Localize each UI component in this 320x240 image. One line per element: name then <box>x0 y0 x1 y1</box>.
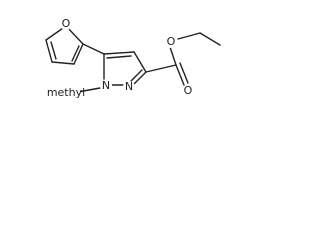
bond-n1-methyl <box>77 87 101 93</box>
bond-furan-pyrazole <box>82 43 105 55</box>
bond-carbonyl-o-single <box>169 46 177 66</box>
bond-o-ch2 <box>177 32 201 40</box>
pyrazole-n2-text: N <box>125 80 133 93</box>
bond-ch2-ch3 <box>199 32 221 46</box>
pyrazole-n1-text: N <box>102 79 110 92</box>
atom-label-pyrazole-n1: N <box>100 79 112 92</box>
furan-oxygen-text: O <box>62 17 71 30</box>
furan-bond-c4-c5 <box>45 39 53 63</box>
atom-label-ester-double-oxygen: O <box>182 84 194 97</box>
ester-group <box>145 32 221 86</box>
furan-bond-c2-c3 <box>73 43 84 65</box>
furan-bond-c2-c3-inner <box>71 45 80 62</box>
pyrazole-bond-c3-n2 <box>132 71 147 86</box>
bond-carbonyl-o-double-inner <box>179 62 189 84</box>
atom-label-pyrazole-n2: N <box>123 80 135 93</box>
pyrazole-ring <box>103 51 147 86</box>
molecule-structure: O O O N N methyl <box>45 17 221 99</box>
furan-ring <box>45 25 84 65</box>
bond-c3-carbonyl <box>145 64 177 73</box>
pyrazole-bond-c5-c4 <box>103 51 135 55</box>
pyrazole-bond-c5-c4-inner <box>106 55 132 59</box>
ester-single-oxygen-text: O <box>167 35 176 48</box>
pyrazole-bond-c4-c3 <box>133 51 147 73</box>
bond-carbonyl-o-double <box>175 64 185 86</box>
furan-bond-c4-c5-inner <box>50 41 57 60</box>
pyrazole-bond-c3-n2-inner <box>130 69 143 82</box>
furan-bond-c3-c4 <box>51 61 75 65</box>
ester-double-oxygen-text: O <box>184 84 193 97</box>
atom-label-methyl: methyl <box>47 86 85 99</box>
methyl-text: methyl <box>47 86 85 99</box>
atom-label-ester-single-oxygen: O <box>165 35 177 48</box>
atom-label-furan-oxygen: O <box>60 17 72 30</box>
